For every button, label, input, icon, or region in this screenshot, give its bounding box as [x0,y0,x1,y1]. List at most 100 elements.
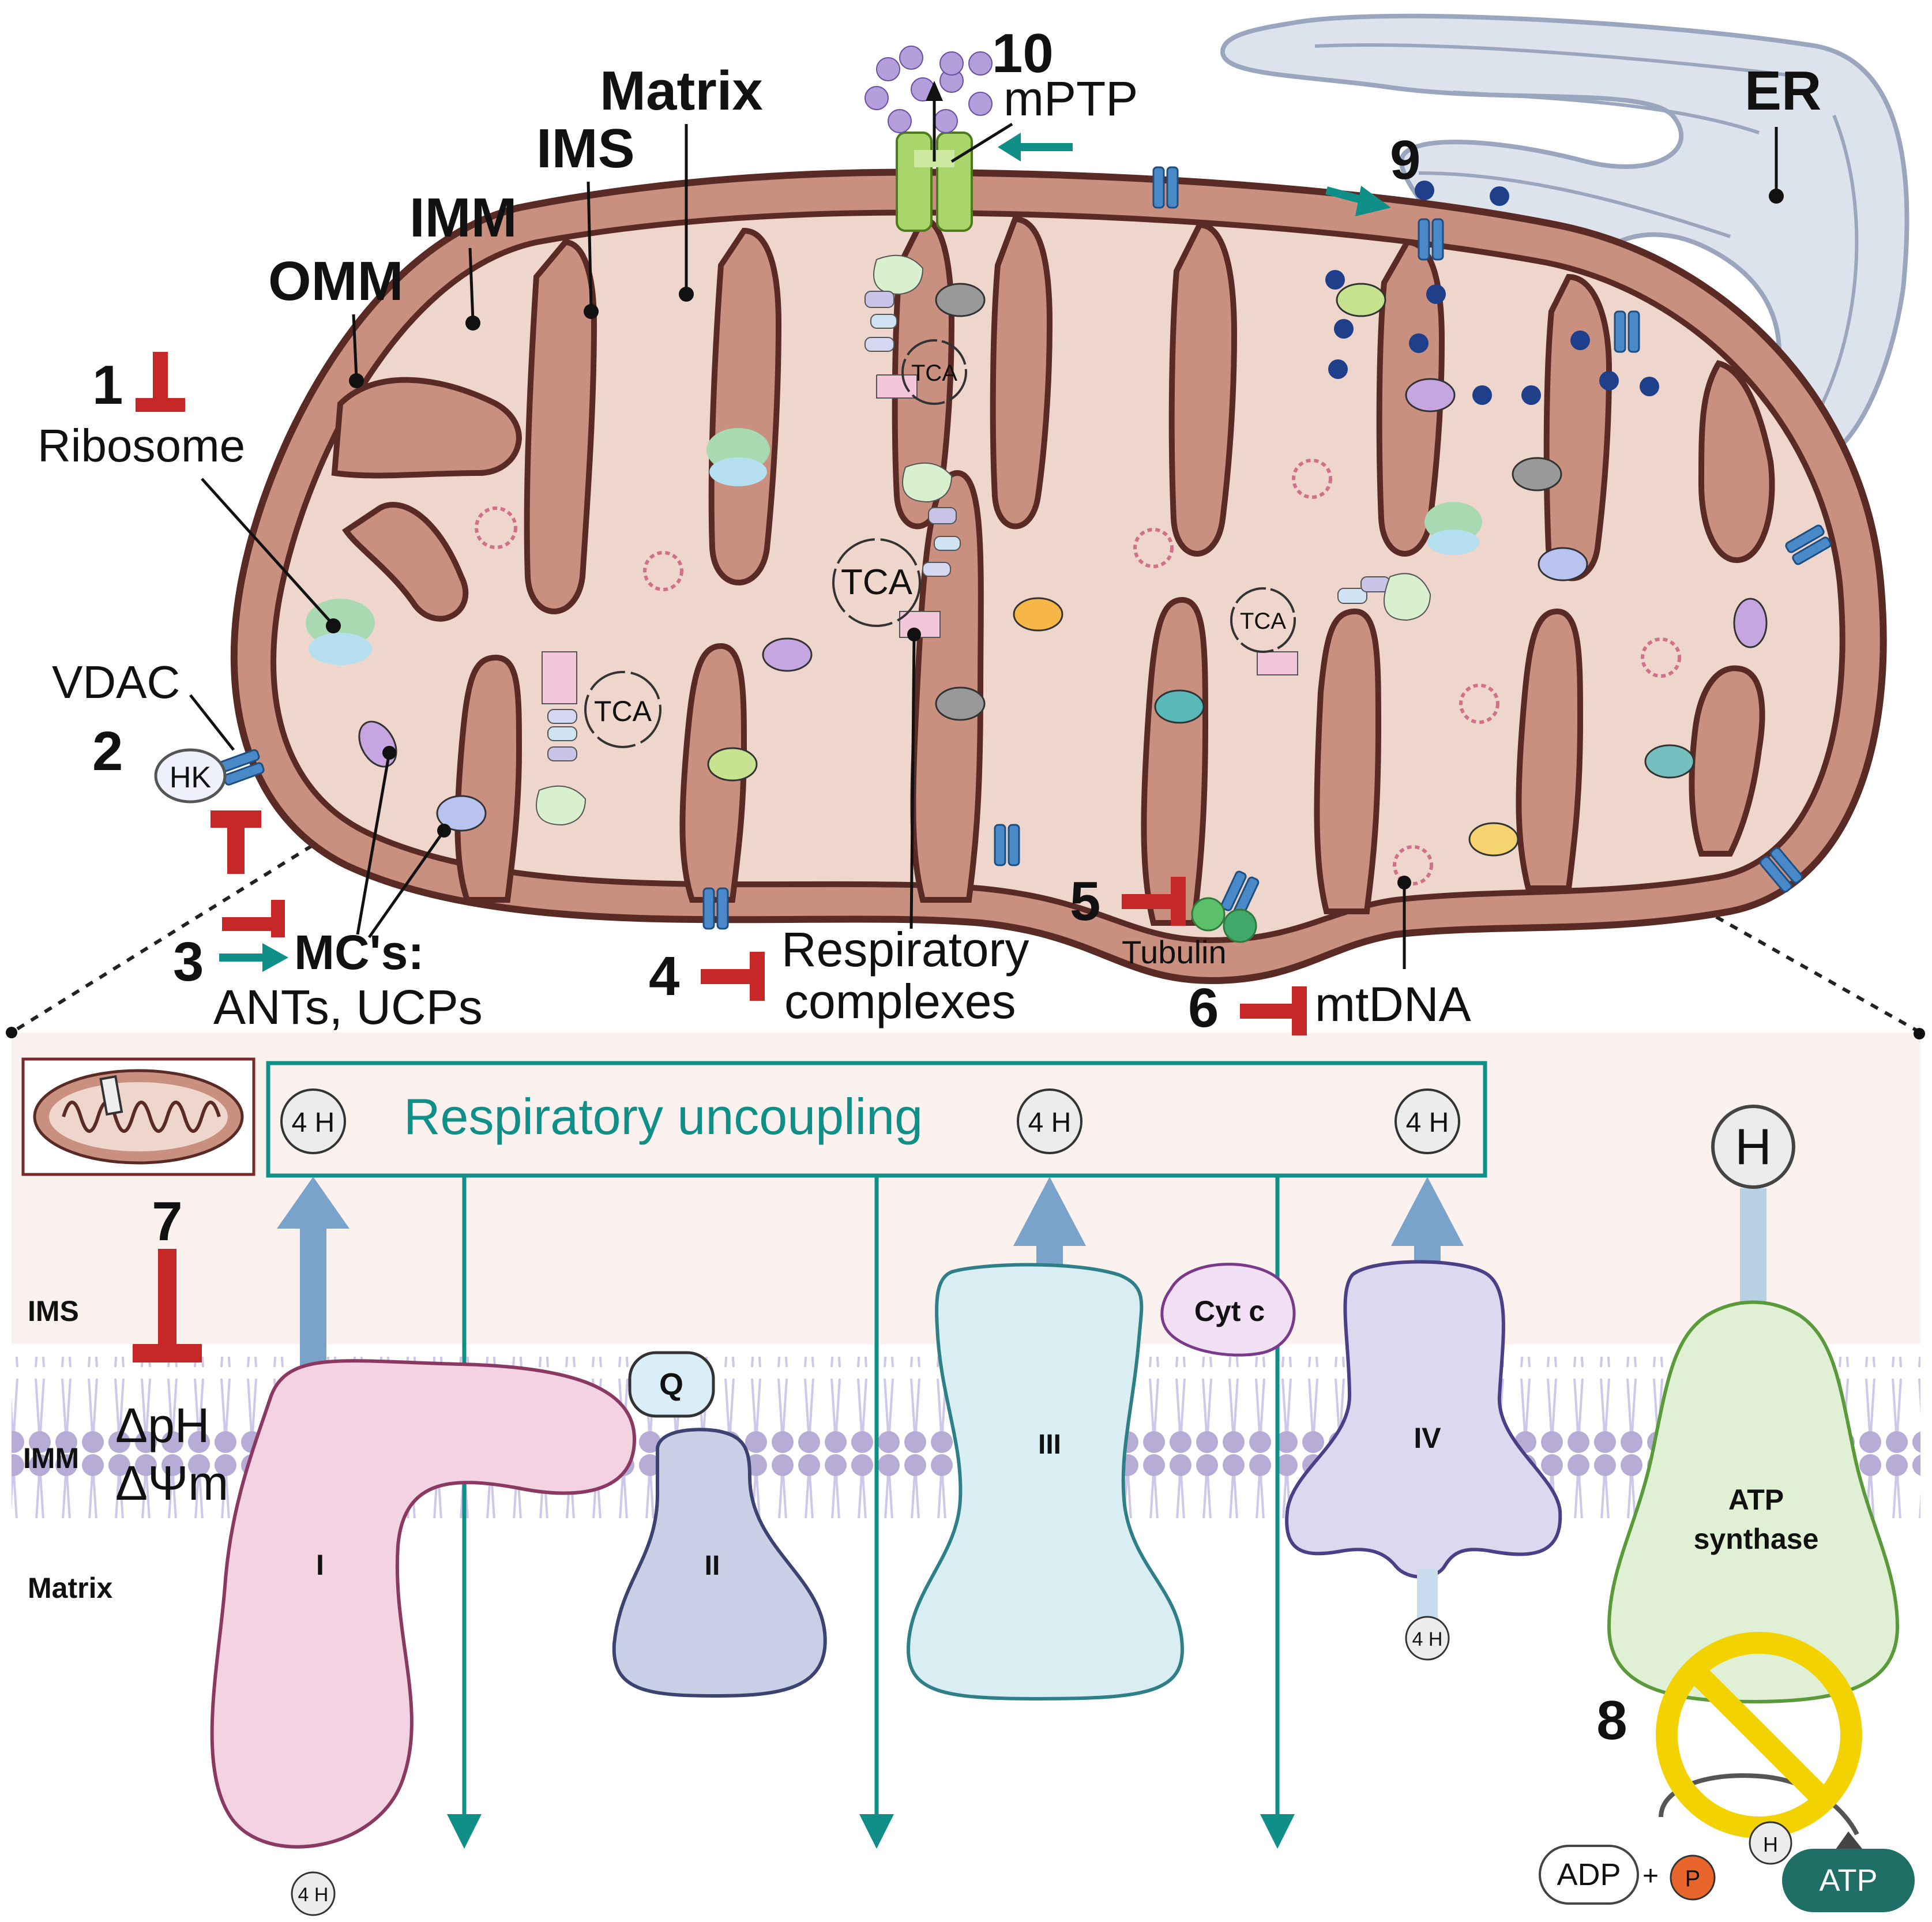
proton-4h-1: 4 H [280,1088,346,1154]
pointer-matrix-dot [679,287,694,302]
proton-pump-arrows [277,1177,1766,1367]
hexokinase [154,748,227,804]
label-number-5: 5 [1070,870,1100,932]
ubiquinone-label: Q [659,1367,683,1402]
label-ants-ucps: ANTs, UCPs [213,980,483,1034]
svg-text:4 H: 4 H [1406,1108,1449,1138]
uncoupling-arrowhead-1 [447,1814,482,1849]
atp-synthase-label-1: ATP [1728,1484,1784,1516]
proton-h-small [1749,1821,1792,1865]
top-labels: Matrix IMS IMM OMM ER 10 mPTP 9 1 Riboso… [37,22,1821,1039]
svg-text:TCA: TCA [1240,609,1286,634]
inhibit-symbol-5 [1122,877,1186,926]
pointer-vdac [189,694,235,751]
pointer-omm-dot [349,373,364,388]
complex-iii [906,1263,1185,1701]
label-number-9: 9 [1390,129,1420,191]
imm-layer-label: IMM [23,1442,79,1474]
matrix-calcium-ions [1325,270,1659,405]
label-number-1: 1 [92,354,123,416]
zoom-line-left [10,486,889,1034]
svg-text:TCA: TCA [841,562,913,602]
activate-arrowhead-10 [998,133,1021,162]
adp-label: ADP [1557,1857,1621,1892]
zoom-dot-right [1914,1028,1925,1039]
atp-label: ATP [1819,1863,1877,1898]
tubulin-subunit-2 [1223,909,1257,943]
complex-ii-label: II [705,1551,720,1581]
label-vdac: VDAC [52,656,180,708]
label-matrix: Matrix [600,60,763,122]
label-ims: IMS [536,118,635,179]
plus-sign: + [1642,1861,1659,1891]
label-number-7: 7 [152,1191,182,1252]
label-number-10: 10 [992,22,1054,84]
label-ribosome: Ribosome [37,420,245,471]
pointer-imm [468,247,475,321]
cytochrome-c [1160,1263,1296,1357]
delta-psi-label: ΔΨm [115,1456,228,1510]
svg-text:TCA: TCA [911,361,957,386]
respiratory-chain-clusters [536,254,1431,826]
pointer-ims [587,181,593,309]
inhibit-symbol-3 [222,900,285,937]
phosphate-circle [1670,1855,1716,1901]
inhibit-symbol-2 [211,810,261,874]
uncoupling-arrowhead-3 [1260,1814,1295,1849]
complex-i-label: I [316,1549,324,1581]
svg-text:4 H: 4 H [298,1884,329,1906]
ubiquinone-q [628,1351,715,1418]
mini-mitochondrion-thumbnail [21,1057,255,1176]
label-respiratory: Respiratory [781,922,1029,977]
proton-h-small-label: H [1763,1833,1778,1856]
proton-4h-3: 4 H [1017,1088,1082,1154]
atp-synthase-label-2: synthase [1694,1523,1819,1555]
pointer-mcs-1 [356,752,391,935]
matrix-layer-label: Matrix [28,1572,112,1604]
proton-4h-4: 4 H [1395,1088,1460,1154]
mptp-efflux-arrowhead [926,81,943,101]
tubulin-subunit-1 [1191,897,1226,932]
label-imm: IMM [409,187,517,249]
label-tubulin: Tubulin [1122,934,1227,970]
inhibit-symbol-1 [136,352,185,412]
label-mptp: mPTP [1003,72,1138,126]
mptp-pore [896,132,973,232]
inhibit-symbol-4 [701,952,765,1001]
atp-pill [1782,1849,1915,1912]
delta-ph-label: ΔpH [115,1398,210,1452]
pointer-imm-dot [465,316,480,331]
complex-iv [1285,1260,1562,1579]
vdac-channels [218,166,1832,930]
zoom-dot-left [6,1027,17,1038]
svg-text:4 H: 4 H [292,1108,335,1138]
activate-arrowhead-3 [262,943,288,972]
svg-text:4 H: 4 H [1028,1108,1072,1138]
label-number-2: 2 [92,720,123,782]
svg-text:TCA: TCA [594,695,652,727]
pointer-respiratory-dot [907,628,921,641]
label-er: ER [1745,60,1821,122]
label-omm: OMM [268,250,404,312]
uncoupling-arrowhead-2 [859,1814,894,1849]
pointer-respiratory [909,637,916,929]
bottom-panel: Respiratory uncoupling 4 H 4 H 4 H [6,486,1925,1916]
adp-pill [1539,1845,1639,1905]
label-number-4: 4 [649,945,679,1007]
phosphate-label: P [1685,1866,1701,1891]
label-number-8: 8 [1596,1690,1627,1751]
label-number-6: 6 [1188,977,1219,1039]
complex-i [210,1359,637,1849]
label-mcs: MC's: [294,925,424,979]
mtdna-circles [475,459,1681,885]
label-number-3: 3 [173,931,204,993]
complex-iv-label: IV [1414,1422,1441,1454]
ribosomes [306,428,1482,665]
label-complexes: complexes [784,974,1016,1028]
mitochondrion: TCA TCA TCA TCA [218,132,1887,985]
svg-text:4 H: 4 H [1412,1628,1443,1650]
tca-cycles: TCA TCA TCA TCA [584,339,1296,748]
pointer-ims-dot [584,304,599,319]
complex-iii-label: III [1038,1429,1061,1460]
